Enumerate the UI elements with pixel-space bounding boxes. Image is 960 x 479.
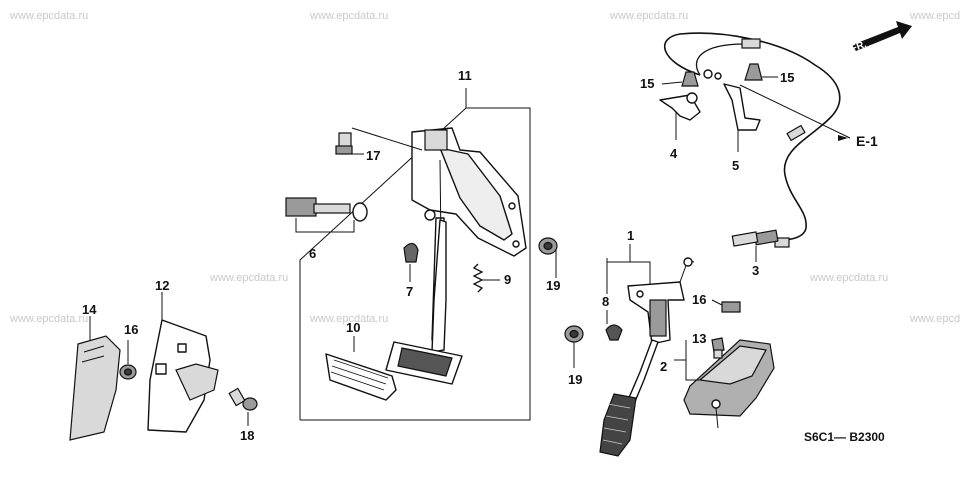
watermark: www.epcdata.ru [910,313,960,325]
callout-9: 9 [504,272,511,287]
callout-13: 13 [692,331,706,346]
callout-12: 12 [155,278,169,293]
callout-8: 8 [602,294,609,309]
callout-19a: 19 [546,278,560,293]
watermark: www.epcdata.ru [610,10,689,22]
cable-bracket-part4 [659,92,701,140]
watermark: www.epcdata.ru [10,10,89,22]
brake-pedal-pad [385,341,463,385]
callout-19b: 19 [568,372,582,387]
callout-3: 3 [752,263,759,278]
accelerator-bracket [627,257,695,345]
accelerator-cable [663,32,851,248]
callout-6: 6 [309,246,316,261]
callout-labels: 1 2 3 4 5 6 7 8 9 10 11 12 13 14 15 [82,68,794,443]
front-direction-arrow: FR. [849,21,912,55]
callout-5: 5 [732,158,739,173]
callout-14: 14 [82,302,97,317]
watermark: www.epcdata.ru [810,272,889,284]
diagram-code: S6C1— B2300 [804,430,885,444]
clip-part15 [661,71,699,87]
callout-7: 7 [406,284,413,299]
watermark: www.epcdata.ru [310,313,389,325]
accelerator-pedal-arm [627,339,659,405]
callout-17: 17 [366,148,380,163]
brake-pedal-group-outline [299,88,531,421]
callout-15b: 15 [780,70,794,85]
clip-part8 [605,324,623,341]
clip-part15 [744,63,778,81]
foot-rest-bracket-part12 [147,292,219,433]
bumper-part7 [403,242,419,263]
stop-switch-part6 [285,197,368,233]
pedal-cover-part2 [683,339,775,429]
callout-16b: 16 [692,292,706,307]
direction-label: FR. [849,39,868,55]
callout-15a: 15 [640,76,654,91]
reference-label-e1: E-1 [856,133,878,149]
nut-part19 [538,237,558,278]
nut-part16 [711,299,741,313]
accelerator-pedal-pad [599,393,637,457]
bolt-part18 [228,387,258,411]
pedal-pad-part10 [325,353,397,401]
bolt-part13 [711,337,725,359]
watermark: www.epcdata.ru [10,313,89,325]
watermark: www.epcdata.ru [210,272,289,284]
watermark: www.epcdata.ru [910,10,960,22]
callout-10: 10 [346,320,360,335]
callout-18: 18 [240,428,254,443]
nut-part16 [119,364,137,380]
cable-bracket-part5 [723,83,761,152]
callout-1: 1 [627,228,634,243]
watermark: www.epcdata.ru [310,10,389,22]
brake-pedal-arm [431,219,447,353]
bolt-part17 [335,127,423,155]
foot-rest-part14 [69,316,121,441]
callout-11: 11 [458,68,472,83]
nut-part19 [564,325,584,368]
callout-4: 4 [670,146,678,161]
brake-pedal-bracket [411,127,527,346]
callout-16a: 16 [124,322,138,337]
callout-2: 2 [660,359,667,374]
spring-part9 [472,263,484,293]
